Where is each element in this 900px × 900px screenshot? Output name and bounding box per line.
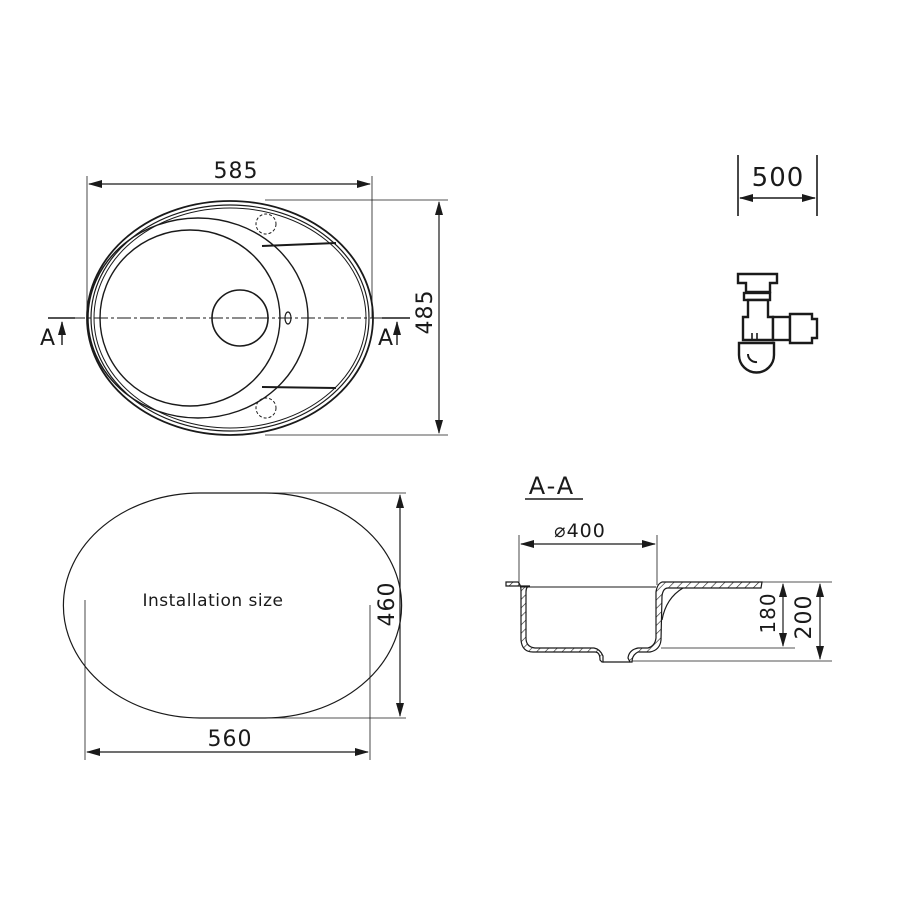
section-title: A-A xyxy=(529,472,575,500)
section-letter-right: A xyxy=(378,326,394,351)
install-height-label: 460 xyxy=(375,582,400,627)
siphon-icon xyxy=(736,272,819,374)
width-label: 585 xyxy=(214,159,259,184)
drainer-rib-top xyxy=(261,242,337,247)
installation-cutout: Installation size 560 460 xyxy=(62,492,406,760)
total-depth-label: 200 xyxy=(792,595,817,640)
bowl-diameter-label: ⌀400 xyxy=(554,520,606,542)
installation-caption: Installation size xyxy=(142,591,283,611)
inner-depth-label: 180 xyxy=(756,592,780,633)
section-left-wall xyxy=(505,581,604,663)
drainer-curve xyxy=(661,587,684,621)
tap-hole-bottom xyxy=(255,397,277,419)
top-view: 585 485 A A xyxy=(40,159,448,436)
section-letter-left: A xyxy=(40,326,56,351)
cabinet-width-dimension: 500 xyxy=(737,155,818,216)
tap-hole-top xyxy=(255,213,277,235)
install-width-label: 560 xyxy=(208,727,253,752)
cabinet-width-label: 500 xyxy=(752,163,805,193)
height-label: 485 xyxy=(413,290,438,335)
drainer-rib-bottom xyxy=(261,386,337,389)
section-view: A-A ⌀400 180 200 xyxy=(505,472,832,663)
section-marker-right: A xyxy=(378,317,410,351)
section-right-wall xyxy=(627,581,763,663)
section-marker-left: A xyxy=(40,317,75,351)
